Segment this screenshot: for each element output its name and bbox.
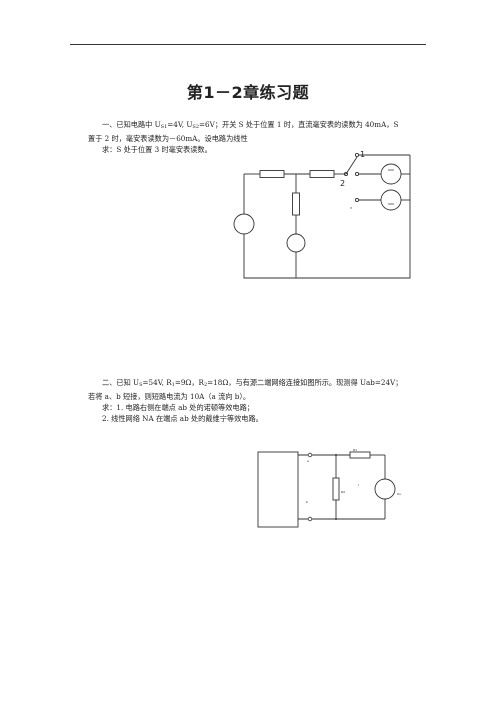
p2-text-d: =18Ω，与有源二端网络连接如图所示。现测得 Uab=24V； bbox=[207, 378, 403, 387]
c2-terminal-b bbox=[307, 516, 313, 522]
c2-node-bottom bbox=[335, 518, 337, 520]
c1-switch-contact-2 bbox=[354, 171, 360, 177]
circuit-1 bbox=[233, 152, 411, 279]
c2-label-us: Us bbox=[397, 492, 401, 496]
p1-text-c: =6V；开关 S 处于位置 1 时，直流毫安表的读数为 40mA，S bbox=[199, 120, 399, 129]
p2-text-a: 二、已知 U bbox=[102, 378, 140, 387]
c1-label-pos2: 2 bbox=[340, 179, 345, 188]
c1-source-us1 bbox=[380, 163, 402, 185]
p1-sub-s1: S1 bbox=[160, 124, 168, 130]
problem-2-line-2: 若将 a、b 短接，则短路电流为 10A（a 流向 b）。 bbox=[88, 392, 251, 401]
header-rule bbox=[70, 44, 426, 45]
problem-2-line-3: 求：1. 电路右侧在端点 ab 处的诺顿等效电路； bbox=[102, 403, 254, 412]
c1-switch-contact-3 bbox=[354, 197, 360, 203]
p2-text-b: =54V, R bbox=[142, 378, 172, 387]
problem-2-text: 二、已知 US=54V, R1=9Ω，R2=18Ω，与有源二端网络连接如图所示。… bbox=[88, 377, 428, 424]
p2-sub-r2: 2 bbox=[203, 382, 208, 388]
c2-source-us bbox=[374, 478, 396, 500]
p2-sub-r1: 1 bbox=[171, 382, 175, 388]
c1-resistor-right bbox=[309, 170, 335, 178]
circuit-2 bbox=[257, 451, 396, 528]
c2-label-a: a bbox=[307, 459, 309, 463]
c1-label-pos3: 3 bbox=[350, 206, 352, 210]
c1-label-pos1: 1 bbox=[360, 150, 365, 159]
problem-1-line-2: 置于 2 时，毫安表读数为－60mA。设电路为线性 bbox=[88, 134, 248, 143]
p1-text-b: =4V, U bbox=[167, 120, 193, 129]
c1-source-marks bbox=[388, 169, 394, 205]
c2-node-top bbox=[335, 454, 337, 456]
c1-source-us2 bbox=[380, 189, 402, 211]
p1-sub-s2: S2 bbox=[192, 124, 200, 130]
c2-resistor-r1 bbox=[349, 451, 371, 459]
page-title: 第1－2章练习题 bbox=[186, 83, 310, 102]
problem-1-text: 一、已知电路中 US1=4V, US2=6V；开关 S 处于位置 1 时，直流毫… bbox=[88, 119, 428, 155]
p2-text-c: =9Ω，R bbox=[174, 378, 204, 387]
c2-label-current: I bbox=[358, 483, 359, 487]
c1-resistor-left bbox=[259, 170, 285, 178]
c1-switch-pivot bbox=[343, 171, 349, 177]
p1-text-a: 一、已知电路中 U bbox=[102, 120, 161, 129]
c1-source-left bbox=[233, 213, 255, 235]
problem-2-line-1: 二、已知 US=54V, R1=9Ω，R2=18Ω，与有源二端网络连接如图所示。… bbox=[88, 377, 428, 391]
problem-2-line-4: 2. 线性网络 NA 在端点 ab 处的戴维宁等效电路。 bbox=[102, 414, 263, 423]
c2-terminal-a bbox=[307, 452, 313, 458]
c2-label-b: b bbox=[306, 500, 308, 504]
c2-resistor-r2 bbox=[332, 477, 340, 501]
problem-1-line-1: 一、已知电路中 US1=4V, US2=6V；开关 S 处于位置 1 时，直流毫… bbox=[88, 119, 428, 133]
c2-network-na bbox=[257, 451, 299, 528]
c2-label-r1: R1 bbox=[353, 448, 357, 452]
c2-label-r2: R2 bbox=[341, 490, 345, 494]
problem-1-line-3: 求：S 处于位置 3 时毫安表读数。 bbox=[102, 145, 212, 154]
c1-milliammeter bbox=[286, 233, 306, 253]
c1-switch-blade bbox=[345, 156, 358, 175]
c1-outer-wire bbox=[243, 174, 411, 279]
c1-switch-contact-1 bbox=[354, 152, 360, 158]
c1-resistor-mid bbox=[292, 192, 300, 216]
p2-sub-s: S bbox=[139, 382, 143, 388]
